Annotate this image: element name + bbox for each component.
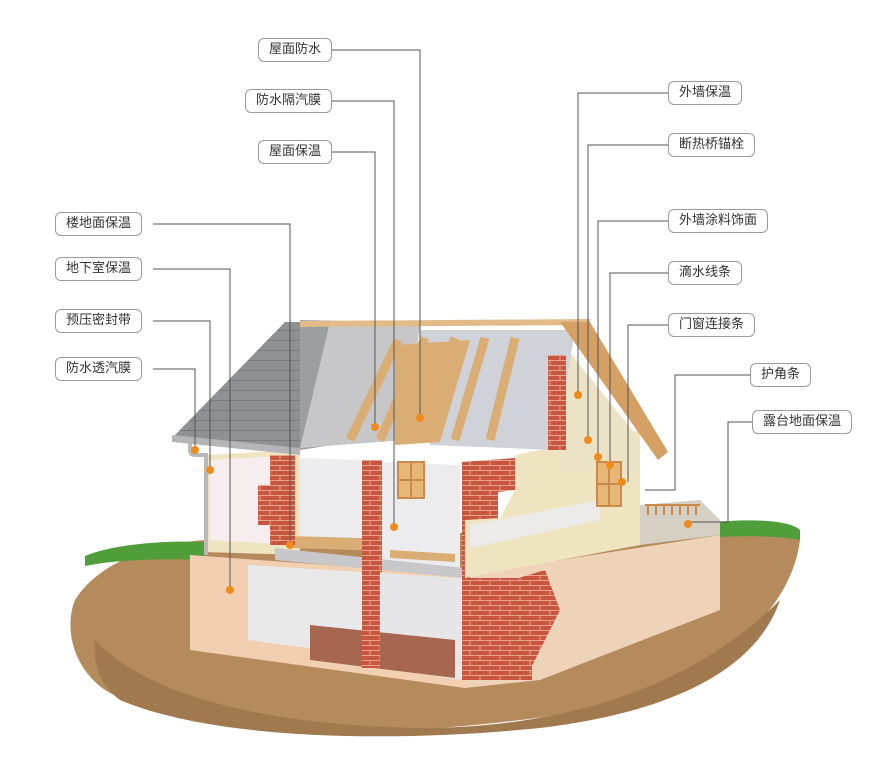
label-roof-insulation: 屋面保温	[258, 140, 333, 164]
leader-exterior-wall-paint-finish	[597, 220, 668, 457]
dot-exterior-wall-insulation	[574, 391, 582, 399]
grass-left	[85, 541, 205, 566]
label-window-door-connection-strip: 门窗连接条	[668, 313, 756, 337]
window-upper	[397, 461, 425, 499]
roof-rafters	[345, 336, 520, 442]
label-terrace-floor-insulation: 露台地面保温	[752, 410, 853, 434]
leader-basement-insulation	[153, 268, 231, 590]
left-wall-brick-cut	[258, 455, 295, 545]
basement-floor	[310, 625, 455, 678]
leader-exterior-wall-insulation	[577, 92, 668, 395]
leader-drip-edge-strip	[609, 272, 668, 465]
upper-floor	[188, 340, 720, 578]
dot-waterproof-vapor-barrier	[390, 523, 398, 531]
dot-thermal-bridge-free-anchor	[584, 436, 592, 444]
terrace-deck	[640, 500, 720, 545]
dot-floor-insulation	[286, 541, 294, 549]
label-precompressed-seal-tape: 预压密封带	[55, 309, 143, 333]
dot-precompressed-seal-tape	[206, 466, 214, 474]
label-drip-edge-strip: 滴水线条	[668, 261, 743, 285]
label-waterproof-breathable-membrane: 防水透汽膜	[55, 357, 143, 381]
dot-basement-insulation	[226, 586, 234, 594]
leader-waterproof-vapor-barrier	[332, 100, 395, 525]
label-exterior-wall-insulation: 外墙保温	[668, 81, 743, 105]
right-wall-brick	[462, 458, 515, 578]
callout-dots	[191, 391, 692, 594]
leader-corner-guard-strip	[645, 374, 750, 491]
label-corner-guard-strip: 护角条	[750, 363, 812, 387]
leader-waterproof-breathable-membrane	[153, 368, 196, 450]
label-waterproof-vapor-barrier: 防水隔汽膜	[245, 89, 333, 113]
dot-roof-waterproof	[416, 414, 424, 422]
downpipe	[188, 440, 208, 555]
window-right	[596, 461, 622, 507]
leader-roof-waterproof	[332, 49, 421, 415]
label-roof-waterproof: 屋面防水	[258, 38, 333, 62]
floor-wood-left	[290, 536, 362, 550]
roof-fascia-right	[560, 322, 668, 460]
interior-room-left	[300, 458, 362, 550]
leader-window-door-connection-strip	[627, 324, 668, 482]
basement-column	[362, 572, 380, 668]
roof-ridge-beam	[299, 319, 591, 327]
center-brick-column	[362, 460, 382, 572]
label-exterior-wall-paint-finish: 外墙涂料饰面	[668, 209, 769, 233]
leader-roof-insulation	[332, 151, 376, 425]
leader-lines	[153, 49, 752, 590]
dot-roof-insulation	[371, 423, 379, 431]
dot-exterior-wall-paint-finish	[594, 453, 602, 461]
floor-wood-center	[390, 550, 455, 562]
roof-tiles	[175, 322, 330, 450]
dot-window-door-connection-strip	[618, 478, 626, 486]
leader-thermal-bridge-free-anchor	[587, 144, 668, 440]
dot-drip-edge-strip	[606, 461, 614, 469]
earth-shade	[94, 600, 780, 737]
gable-wall	[560, 340, 640, 470]
eaves-edge	[172, 435, 300, 455]
leader-precompressed-seal-tape	[153, 320, 211, 470]
dot-terrace-floor-insulation	[684, 520, 692, 528]
right-facade-insulation	[470, 500, 600, 548]
basement	[190, 535, 720, 688]
attic-brick-pillar	[548, 355, 566, 450]
basement-brick-edge	[512, 570, 560, 680]
dot-waterproof-breathable-membrane	[191, 446, 199, 454]
label-basement-insulation: 地下室保温	[55, 257, 143, 281]
label-floor-insulation: 楼地面保温	[55, 212, 143, 236]
leader-floor-insulation	[153, 223, 291, 545]
label-thermal-bridge-free-anchor: 断热桥锚栓	[668, 133, 756, 157]
terrace-railing	[645, 504, 700, 515]
roof	[172, 319, 668, 460]
grass-right	[705, 520, 800, 540]
leader-terrace-floor-insulation	[690, 421, 752, 523]
